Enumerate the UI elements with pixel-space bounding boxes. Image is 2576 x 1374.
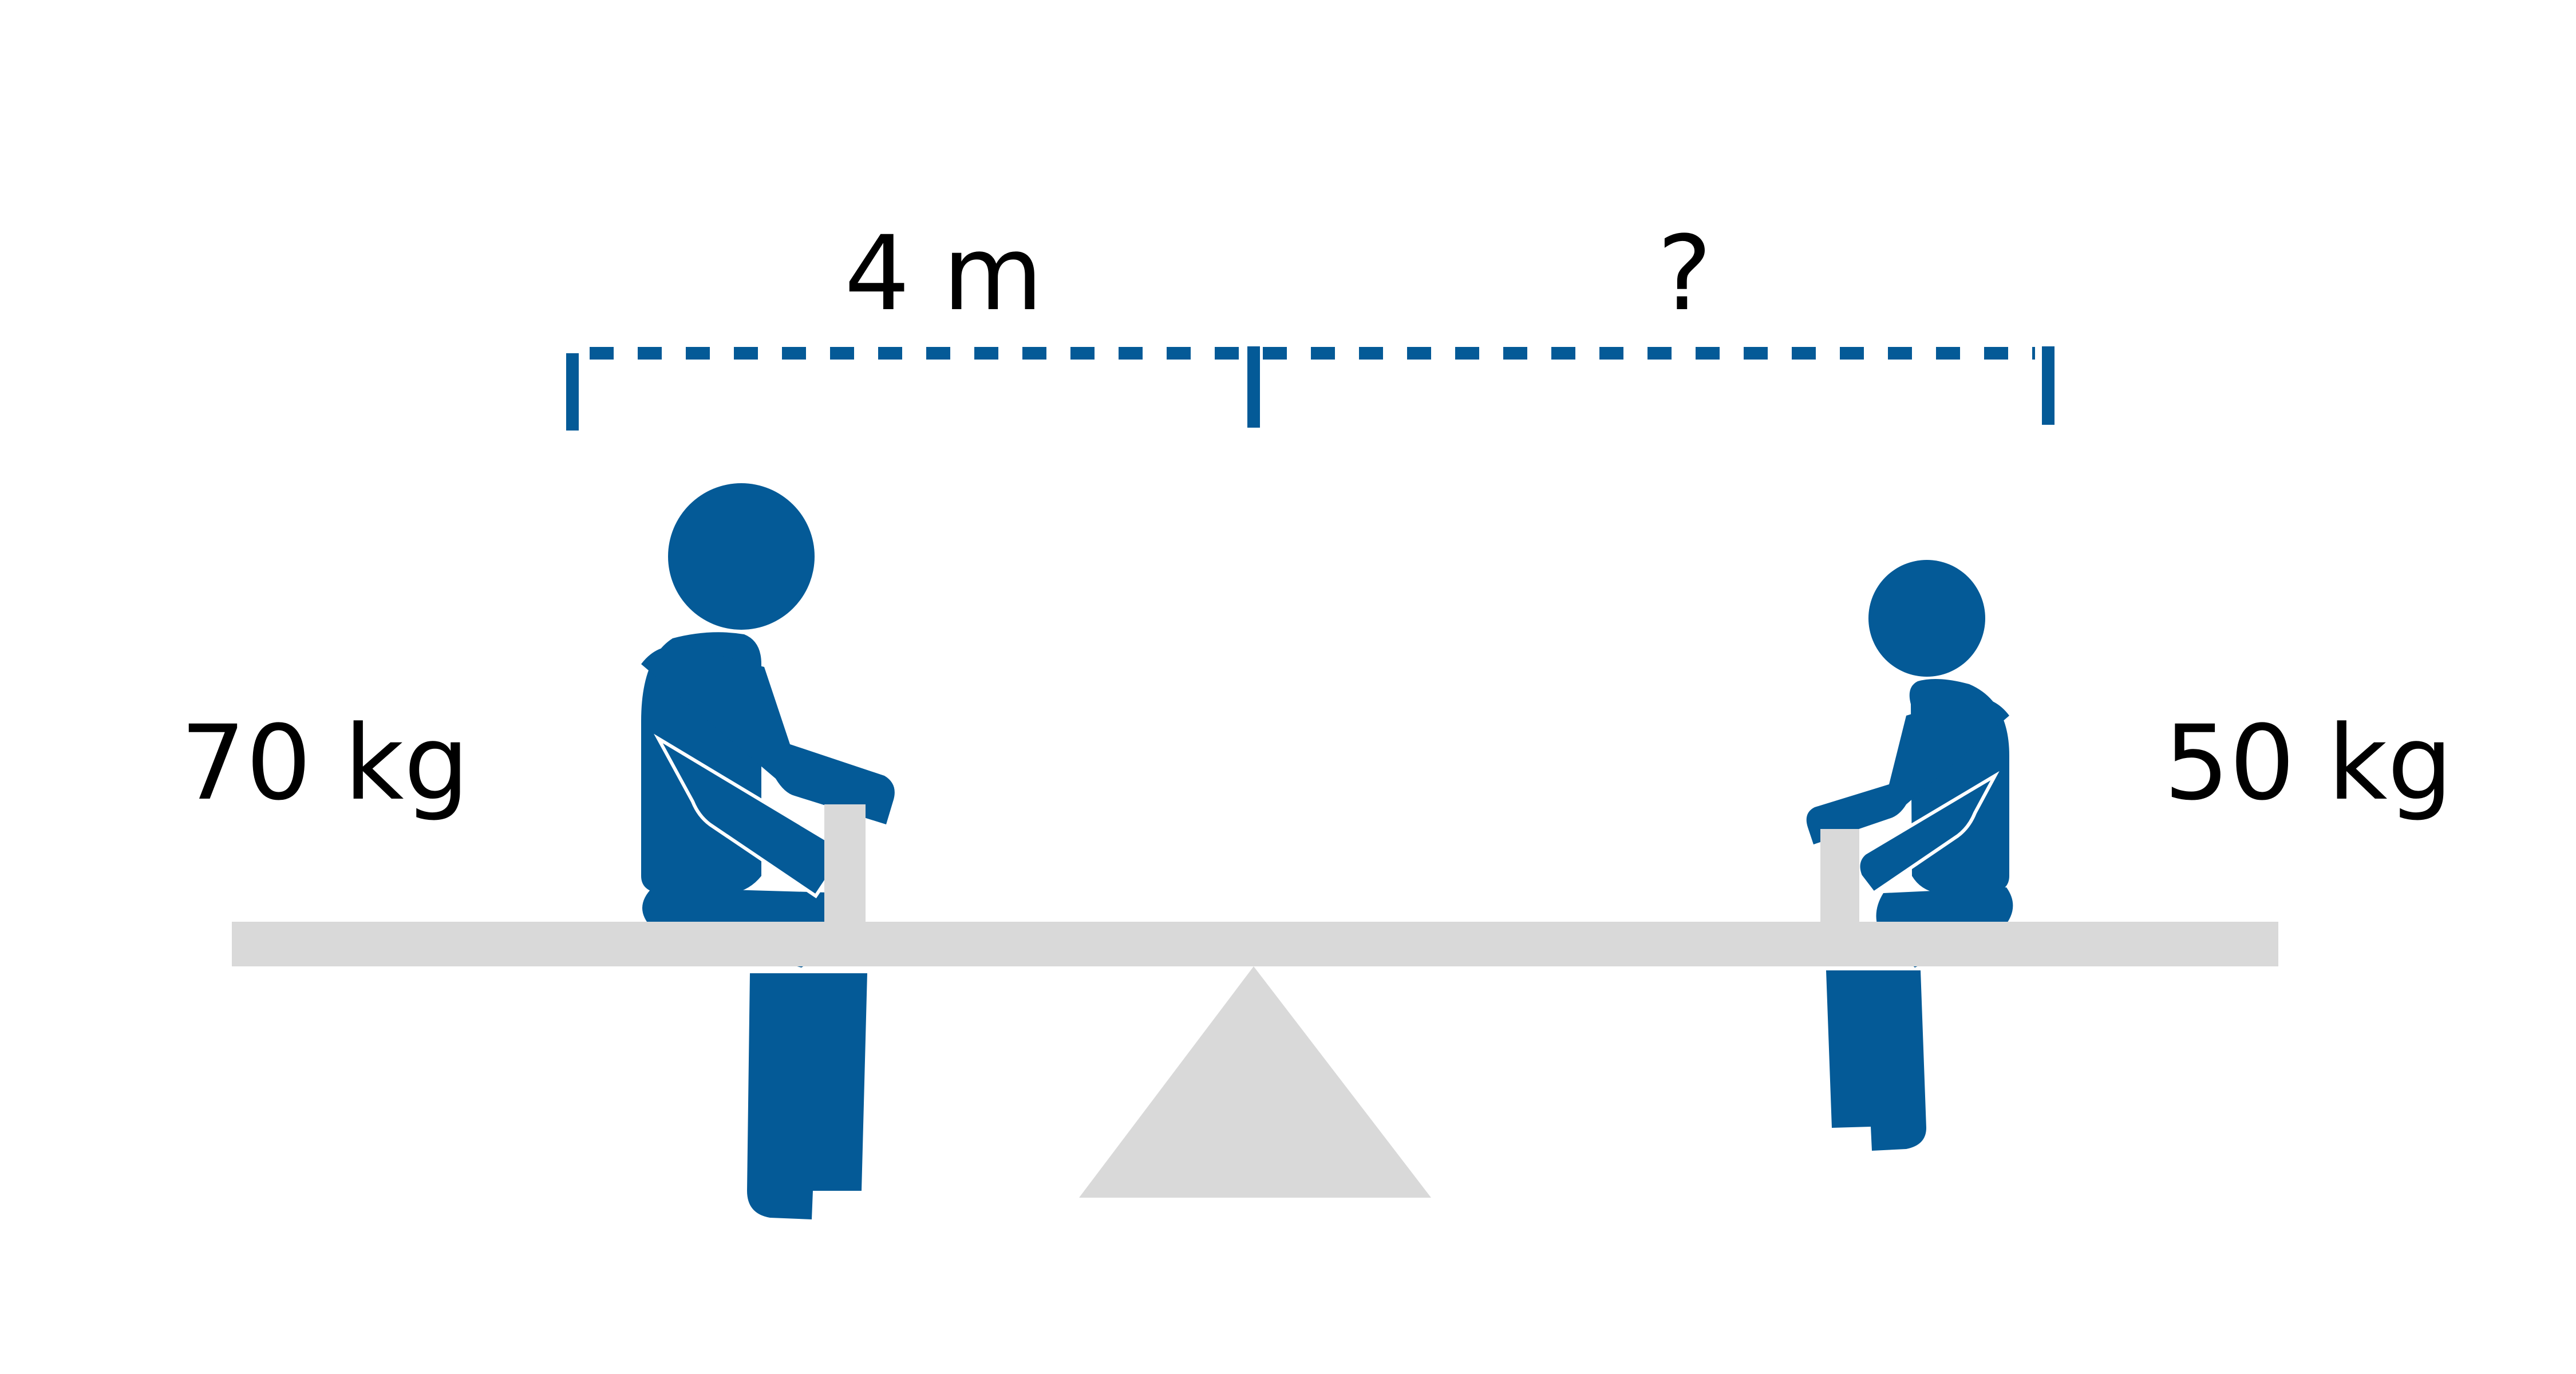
left-person-arm — [641, 646, 895, 824]
seesaw — [232, 804, 2278, 1198]
right-handle — [1820, 829, 1859, 923]
right-person-forearm — [1856, 771, 2000, 896]
seesaw-fulcrum — [1079, 966, 1431, 1198]
left-person-shin — [747, 973, 867, 1219]
left-person-head — [668, 483, 815, 630]
right-person-icon — [1806, 560, 2013, 1151]
dimension-line — [566, 346, 2055, 431]
right-distance-label: ? — [1657, 214, 1712, 334]
right-person-shin — [1826, 970, 1926, 1151]
left-distance-label: 4 m — [844, 214, 1043, 334]
right-mass-label: 50 kg — [2164, 704, 2453, 823]
seesaw-plank — [232, 922, 2278, 966]
right-person-head — [1868, 560, 1985, 677]
right-person-arm — [1806, 697, 2009, 844]
left-handle — [824, 804, 866, 925]
left-mass-label: 70 kg — [180, 704, 469, 823]
